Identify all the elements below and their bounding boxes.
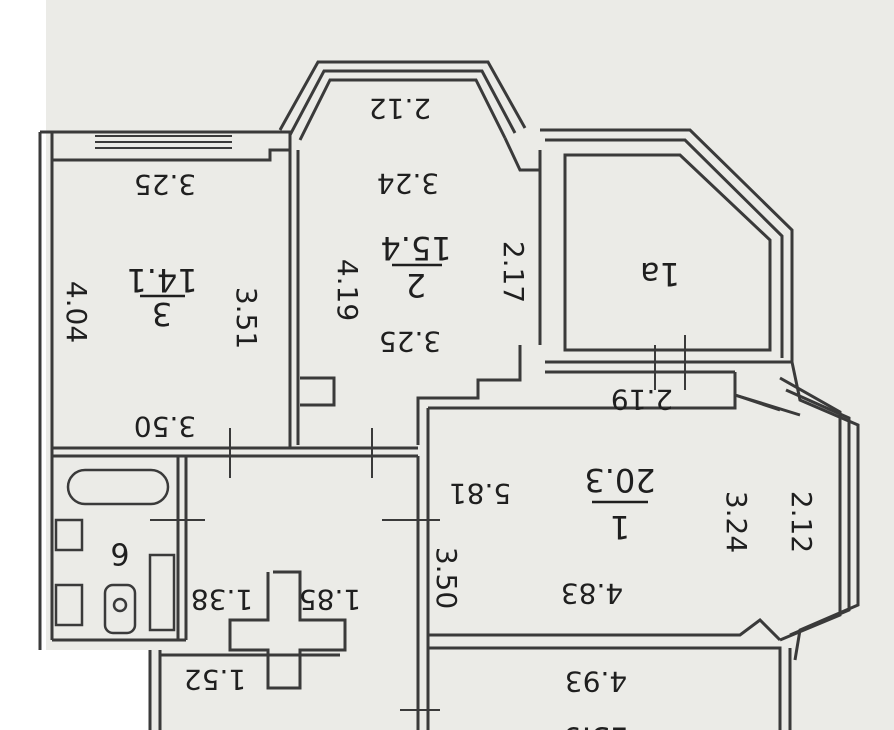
page-edge-left bbox=[0, 0, 46, 730]
hall-wall-right bbox=[416, 456, 430, 730]
room2-bottom-dim: 3.25 bbox=[379, 325, 441, 358]
room1a-outer-wall bbox=[540, 128, 794, 362]
room1a-number: 1a bbox=[640, 255, 680, 293]
window-room3 bbox=[95, 135, 232, 149]
fixtures bbox=[54, 468, 176, 635]
outer-wall-left bbox=[38, 132, 54, 650]
room1a-bottom-dim: 2.19 bbox=[611, 383, 673, 416]
room1-bay-outer bbox=[790, 361, 860, 661]
room2-right-dim: 2.17 bbox=[497, 241, 530, 303]
hall-dim-a: 1.85 bbox=[299, 583, 361, 616]
page-edge-bottom bbox=[0, 650, 150, 730]
toilet-icon bbox=[103, 583, 137, 635]
cross-closet bbox=[228, 570, 347, 690]
walls bbox=[38, 60, 860, 730]
room1-area: 20.3 bbox=[584, 461, 655, 499]
bay-wall-room2-outer bbox=[278, 60, 527, 131]
room1a-inner-wall bbox=[563, 153, 772, 352]
bay-wall-room2-inner bbox=[298, 78, 507, 141]
room3-left-dim: 4.04 bbox=[60, 281, 93, 343]
bay-wall-room2-mid bbox=[288, 69, 517, 136]
hall-dim-b: 1.38 bbox=[191, 583, 253, 616]
room1a-lower-wall bbox=[545, 360, 792, 374]
room2-area: 15.4 bbox=[380, 229, 451, 267]
hall-dim-c: 1.52 bbox=[184, 663, 246, 696]
room3-bottom-dim: 3.50 bbox=[134, 410, 196, 443]
bathroom-wall bbox=[52, 456, 188, 642]
labels: 2.12 3.25 3.50 4.04 3.51 3 14.1 3.24 3.2… bbox=[60, 92, 818, 730]
door-ticks bbox=[150, 335, 686, 711]
sink-icon bbox=[54, 518, 84, 552]
bottom-room-area: 15.9 bbox=[563, 720, 630, 730]
room1-lower-left-dim: 3.50 bbox=[430, 547, 463, 609]
room1-bottom-dim: 4.83 bbox=[561, 577, 623, 610]
bottom-room-wall bbox=[160, 646, 792, 730]
room3-area: 14.1 bbox=[126, 261, 197, 299]
bathtub-icon bbox=[66, 468, 170, 506]
room1-bay-mid bbox=[785, 388, 851, 637]
room2-top-dim: 3.24 bbox=[377, 167, 439, 200]
room1a-outer-wall-2 bbox=[545, 138, 784, 358]
room1-right-wall bbox=[734, 393, 801, 417]
room2-wall-right bbox=[416, 150, 542, 445]
room2-number: 2 bbox=[406, 266, 426, 304]
corridor-wall-top bbox=[52, 446, 418, 458]
toilet-bowl-icon bbox=[112, 597, 128, 613]
bottom-room-top-dim: 4.93 bbox=[565, 665, 627, 698]
room3-right-dim: 3.51 bbox=[230, 287, 263, 349]
room3-number: 3 bbox=[152, 295, 172, 333]
room2-corner bbox=[503, 137, 542, 172]
hall-wall-left bbox=[148, 650, 162, 730]
room2-left-dim: 4.19 bbox=[331, 259, 364, 321]
fixture-left-icon bbox=[54, 583, 84, 627]
room6-number: 6 bbox=[110, 536, 129, 571]
bay-top-dim: 2.12 bbox=[369, 92, 431, 125]
room1-inner-dim: 3.24 bbox=[720, 491, 753, 553]
fixture-right-icon bbox=[148, 553, 176, 632]
room1-number: 1 bbox=[610, 508, 630, 546]
room1-bay-dim: 2.12 bbox=[785, 491, 818, 553]
room1-left-dim: 5.81 bbox=[449, 477, 511, 510]
room3-top-dim: 3.25 bbox=[134, 168, 196, 201]
closet-room2 bbox=[300, 376, 336, 407]
